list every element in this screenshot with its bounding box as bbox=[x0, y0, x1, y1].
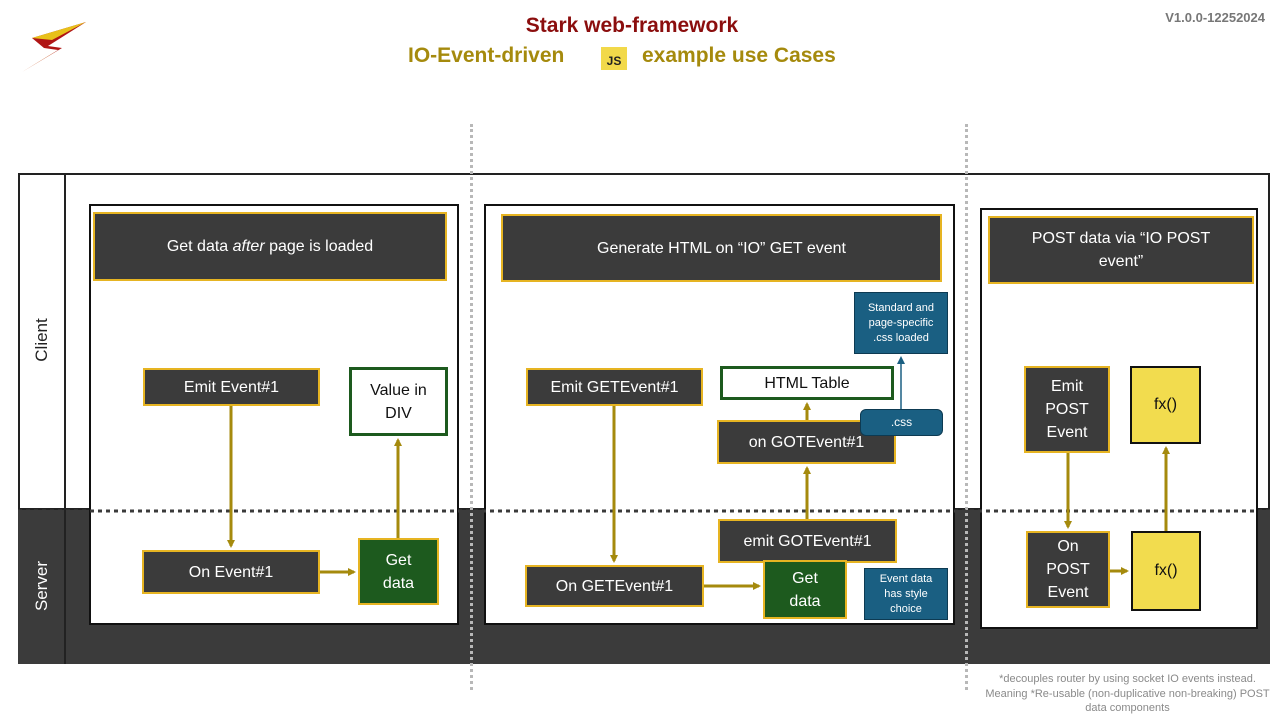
on-getevent-node: On GETEvent#1 bbox=[525, 565, 704, 607]
css-node: .css bbox=[860, 409, 943, 436]
get-data-node: Get data bbox=[358, 538, 439, 605]
page-title: Stark web-framework bbox=[525, 14, 739, 37]
panel-3-server-area bbox=[982, 512, 1256, 627]
subtitle-left: IO-Event-driven bbox=[408, 44, 565, 67]
footnote: *decouples router by using socket IO eve… bbox=[985, 673, 1270, 714]
panel-2-header: Generate HTML on “IO” GET event bbox=[501, 214, 942, 282]
panel-1-header: Get data after page is loaded bbox=[93, 212, 447, 281]
css-loaded-note: Standard and page-specific .css loaded bbox=[854, 292, 948, 354]
on-event-node: On Event#1 bbox=[142, 550, 320, 594]
emit-getevent-node: Emit GETEvent#1 bbox=[526, 368, 703, 406]
fx-client-node: fx() bbox=[1130, 366, 1201, 444]
event-data-note: Event data has style choice bbox=[864, 568, 948, 620]
separator-2 bbox=[965, 124, 968, 690]
version-label: V1.0.0-12252024 bbox=[1165, 10, 1265, 25]
fx-server-node: fx() bbox=[1131, 531, 1201, 611]
client-label: Client bbox=[32, 318, 51, 362]
get-data-node-2: Get data bbox=[763, 560, 847, 619]
separator-1 bbox=[470, 124, 473, 690]
server-label: Server bbox=[32, 560, 51, 612]
on-gotevent-node: on GOTEvent#1 bbox=[717, 420, 896, 464]
subtitle-right: example use Cases bbox=[642, 44, 836, 67]
emit-gotevent-node: emit GOTEvent#1 bbox=[718, 519, 897, 563]
emit-event-node: Emit Event#1 bbox=[143, 368, 320, 406]
stark-logo bbox=[22, 22, 86, 72]
on-post-event-node: On POST Event bbox=[1026, 531, 1110, 608]
side-divider bbox=[64, 175, 66, 664]
js-icon: JS bbox=[601, 47, 627, 70]
emit-post-event-node: Emit POST Event bbox=[1024, 366, 1110, 453]
html-table-node: HTML Table bbox=[720, 366, 894, 400]
panel-3-header: POST data via “IO POST event” bbox=[988, 216, 1254, 284]
value-in-div-node: Value in DIV bbox=[349, 367, 448, 436]
client-server-boundary bbox=[18, 509, 1270, 513]
